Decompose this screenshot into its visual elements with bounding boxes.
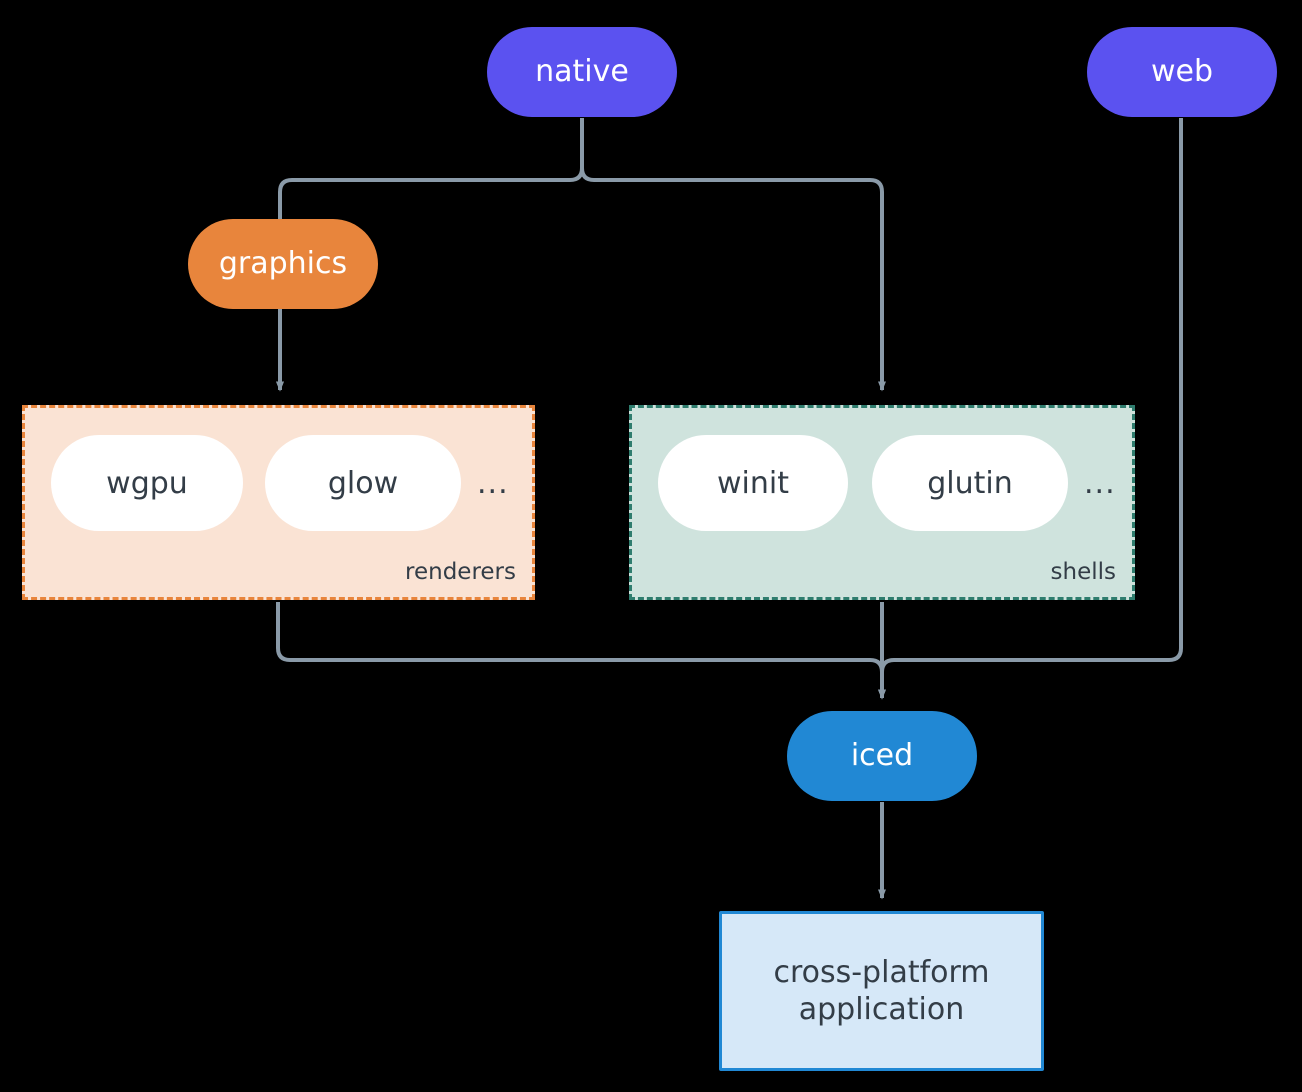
group-shells-item-winit-label: winit — [717, 465, 789, 501]
node-native-label: native — [535, 54, 629, 90]
group-renderers-item-glow-label: glow — [327, 465, 399, 501]
node-graphics-label: graphics — [218, 246, 348, 282]
group-renderers-item-wgpu-label: wgpu — [106, 465, 188, 501]
node-cross-platform-application[interactable]: cross-platform application — [719, 911, 1044, 1071]
node-web-label: web — [1150, 54, 1214, 90]
node-iced[interactable]: iced — [787, 711, 977, 801]
group-shells-item-winit[interactable]: winit — [658, 435, 848, 531]
edge-renderers-to-iced — [276, 602, 886, 700]
edge-native-to-shells — [580, 118, 886, 392]
group-renderers: wgpu glow ... renderers — [22, 405, 535, 600]
node-iced-label: iced — [850, 738, 914, 774]
node-web[interactable]: web — [1087, 27, 1277, 117]
group-shells-item-glutin-label: glutin — [927, 465, 1013, 501]
group-renderers-overflow-ellipsis: ... — [477, 466, 509, 501]
node-native[interactable]: native — [487, 27, 677, 117]
group-shells-item-glutin[interactable]: glutin — [872, 435, 1068, 531]
group-shells-overflow-ellipsis: ... — [1084, 466, 1116, 501]
group-shells: winit glutin ... shells — [629, 405, 1135, 600]
group-shells-label: shells — [1050, 559, 1116, 585]
node-application-label-line2: application — [798, 992, 965, 1027]
group-renderers-item-glow[interactable]: glow — [265, 435, 461, 531]
node-application-label-line1: cross-platform — [773, 954, 990, 990]
group-renderers-label: renderers — [405, 559, 516, 585]
node-graphics[interactable]: graphics — [188, 219, 378, 309]
group-renderers-item-wgpu[interactable]: wgpu — [51, 435, 243, 531]
